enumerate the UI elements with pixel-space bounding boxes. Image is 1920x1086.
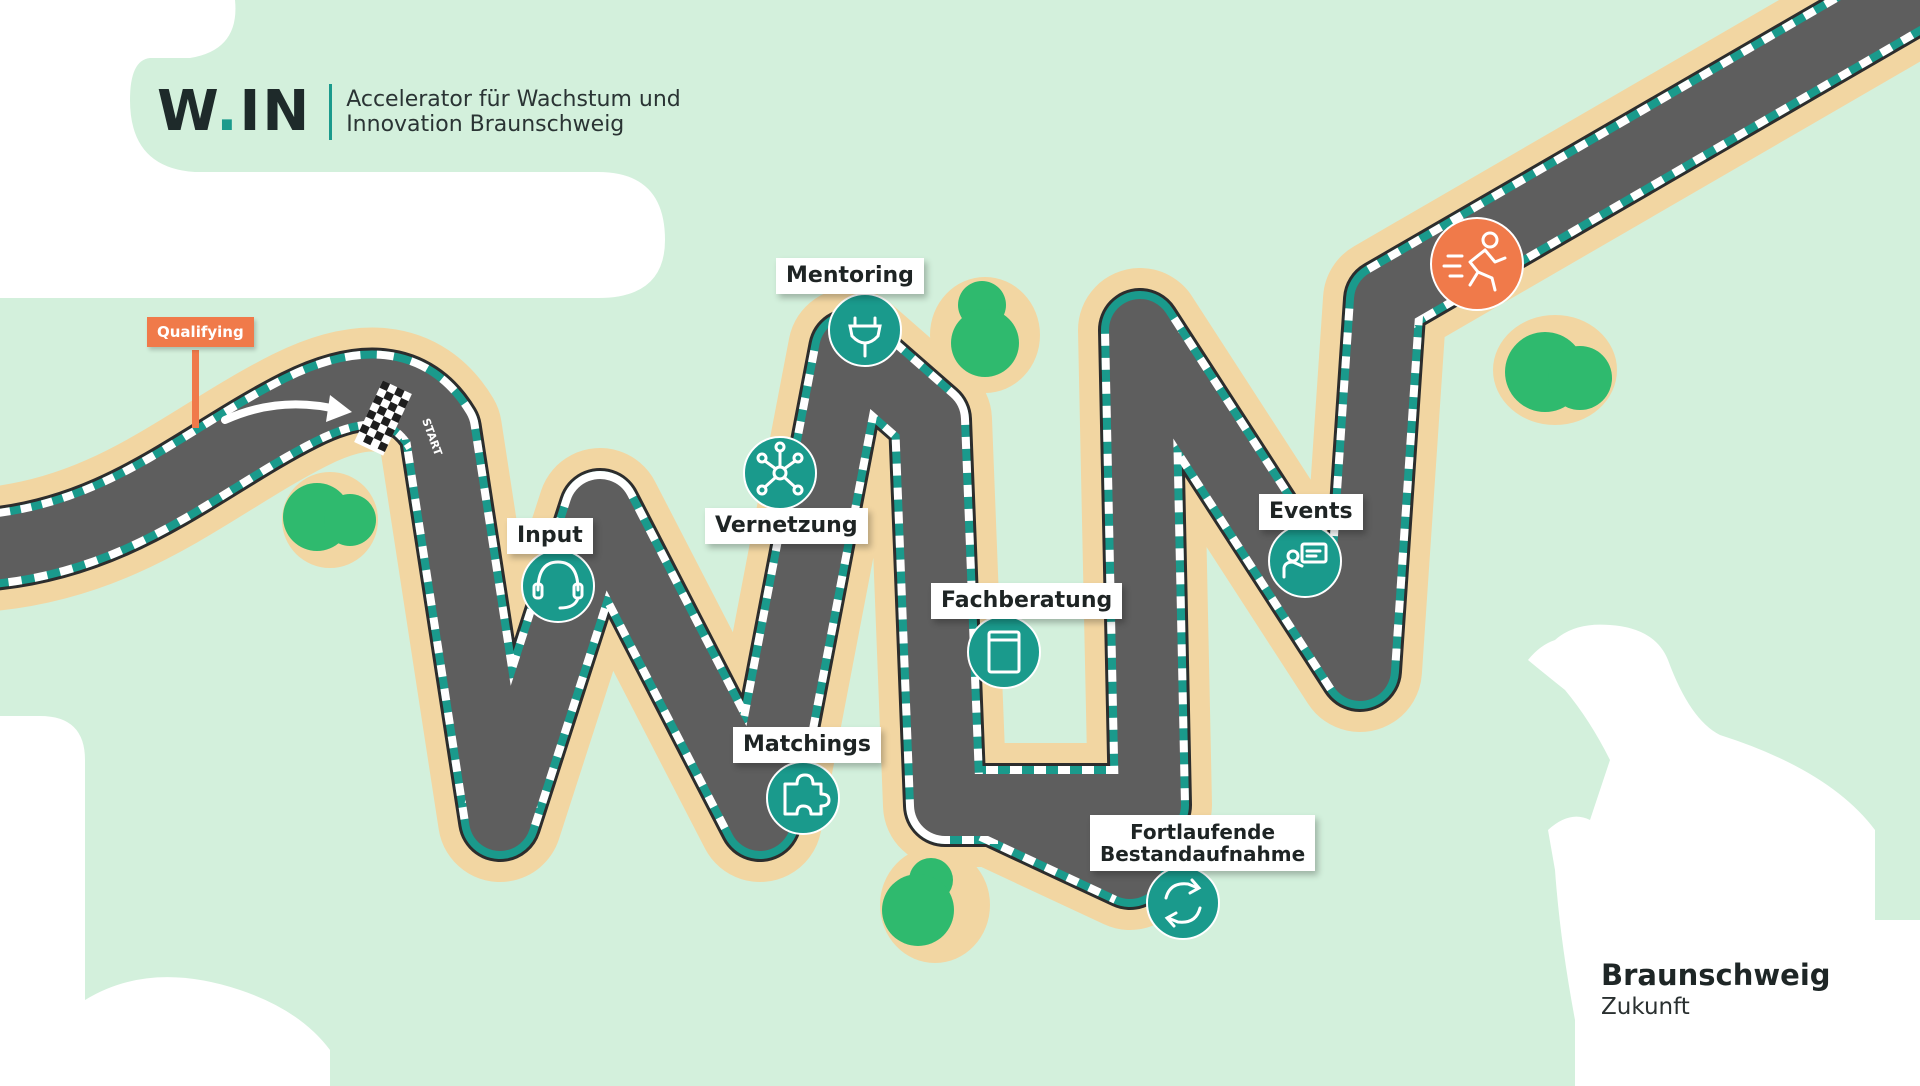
puzzle-icon <box>783 773 831 816</box>
city-name: Braunschweig <box>1601 958 1831 992</box>
headset-icon <box>532 560 584 610</box>
refresh-icon <box>1164 878 1202 928</box>
vernetzung-station <box>743 436 817 510</box>
clouds <box>0 0 665 1086</box>
win-logo: W.IN <box>157 84 311 140</box>
tagline-line2: Innovation Braunschweig <box>346 112 625 137</box>
finish-station <box>1430 217 1524 311</box>
qualifying-flag-pole <box>192 350 199 428</box>
tree <box>282 472 378 568</box>
bestand-label-line1: Fortlaufende <box>1130 820 1276 844</box>
bestand-label: Fortlaufende Bestandaufnahme <box>1090 815 1316 871</box>
tagline: Accelerator für Wachstum und Innovation … <box>346 87 681 138</box>
start-line-checker <box>354 380 412 456</box>
tree <box>930 277 1040 393</box>
plug-icon <box>848 316 882 358</box>
fachberatung-station <box>967 615 1041 689</box>
logo-divider <box>329 84 333 140</box>
city-brand: Braunschweig Zukunft <box>1601 958 1831 1020</box>
input-label: Input <box>507 518 593 555</box>
qualifying-flag: Qualifying <box>147 317 254 347</box>
matchings-station <box>766 761 840 835</box>
tagline-line1: Accelerator für Wachstum und <box>346 86 681 112</box>
header: W.IN Accelerator für Wachstum und Innova… <box>157 84 681 140</box>
logo-dot: . <box>216 79 240 144</box>
fachberatung-label: Fachberatung <box>931 583 1123 620</box>
matchings-label: Matchings <box>733 727 882 764</box>
mentoring-station <box>828 293 902 367</box>
tree <box>1493 315 1617 425</box>
presentation-icon <box>1282 542 1328 579</box>
logo-in: IN <box>239 79 312 144</box>
logo-w: W <box>157 79 217 144</box>
bestand-label-line2: Bestandaufnahme <box>1100 842 1306 866</box>
runner-icon <box>1442 231 1507 292</box>
lion-monument-silhouette <box>1528 624 1920 1086</box>
mentoring-label: Mentoring <box>776 258 924 295</box>
book-icon <box>987 630 1021 674</box>
events-station <box>1268 524 1342 598</box>
input-station <box>521 549 595 623</box>
city-subtitle: Zukunft <box>1601 994 1690 1020</box>
bestand-station <box>1146 866 1220 940</box>
tree <box>880 847 990 963</box>
network-icon <box>756 441 804 496</box>
events-label: Events <box>1259 494 1363 531</box>
direction-arrow <box>221 395 352 424</box>
vernetzung-label: Vernetzung <box>705 508 868 545</box>
